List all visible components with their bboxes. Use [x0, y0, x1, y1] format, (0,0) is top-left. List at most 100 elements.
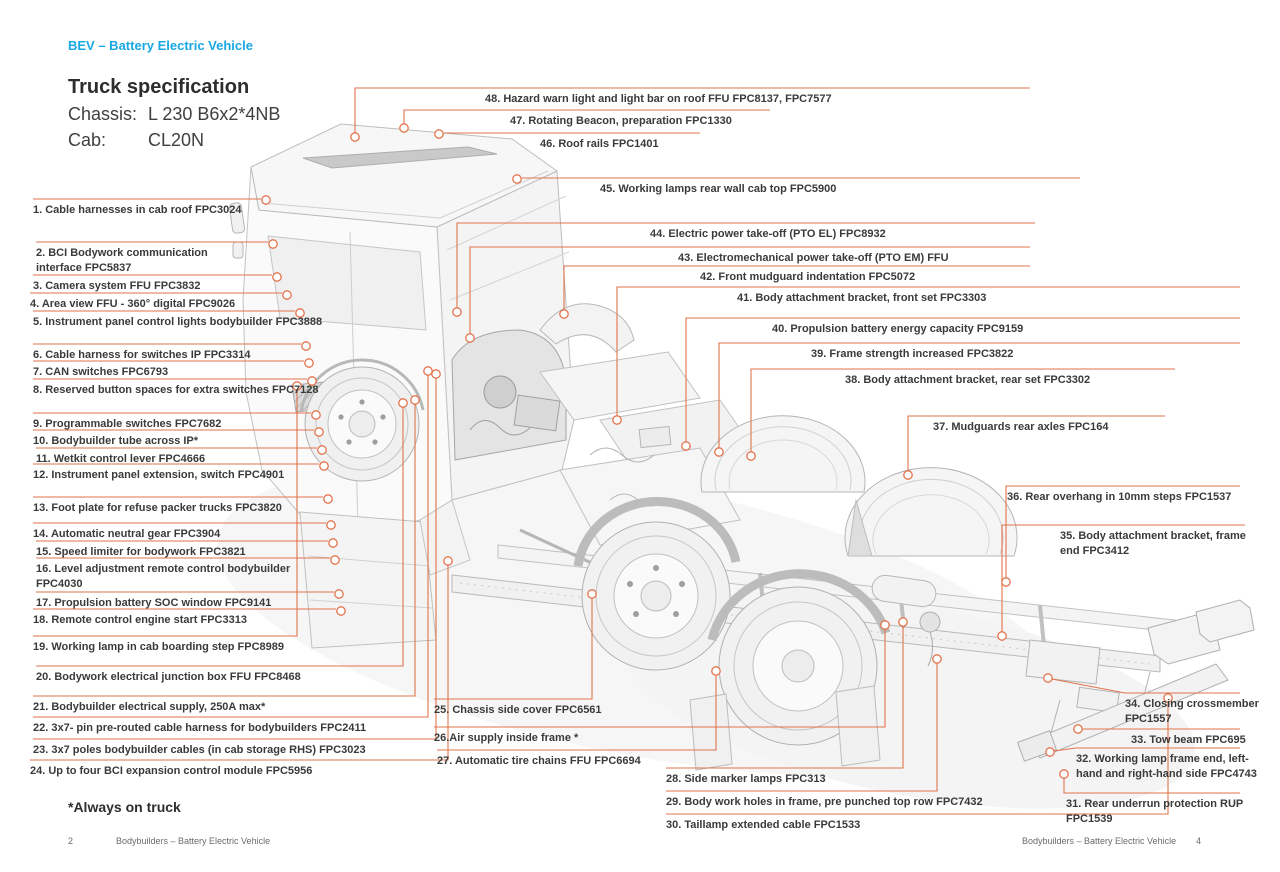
callout-label-18: 18. Remote control engine start FPC3313: [33, 614, 247, 626]
leader-line-19: [33, 390, 298, 637]
callout-label-39: 39. Frame strength increased FPC3822: [811, 348, 1014, 360]
leader-line-22: [33, 375, 429, 718]
leader-dot-43: [465, 333, 475, 343]
rear-wheels: [573, 497, 891, 771]
leader-dot-16: [330, 555, 340, 565]
leader-dot-17: [334, 589, 344, 599]
leader-dot-34: [1043, 673, 1053, 683]
leader-line-38: [750, 368, 1175, 452]
callout-label-43: 43. Electromechanical power take-off (PT…: [678, 252, 949, 264]
leader-dot-45: [512, 174, 522, 184]
mudflap: [835, 685, 881, 767]
leader-dot-36: [1001, 577, 1011, 587]
leader-dot-18: [336, 606, 346, 616]
leader-dot-41: [612, 415, 622, 425]
leader-line-29: [666, 663, 938, 792]
callout-label-6: 6. Cable harness for switches IP FPC3314: [33, 349, 251, 361]
leader-dot-3: [272, 272, 282, 282]
footer-right-text: Bodybuilders – Battery Electric Vehicle: [1022, 836, 1177, 846]
callout-label-38: 38. Body attachment bracket, rear set FP…: [845, 374, 1091, 386]
leader-dot-31: [1059, 769, 1069, 779]
leader-line-23: [33, 378, 437, 740]
callout-label-44: 44. Electric power take-off (PTO EL) FPC…: [650, 228, 886, 240]
callout-label-28: 28. Side marker lamps FPC313: [666, 773, 826, 785]
leader-dot-25: [587, 589, 597, 599]
leader-dot-22: [423, 366, 433, 376]
leader-dot-40: [681, 441, 691, 451]
callout-label-48: 48. Hazard warn light and light bar on r…: [485, 93, 832, 105]
leader-dot-6: [301, 341, 311, 351]
leader-dot-20: [398, 398, 408, 408]
leader-dot-30: [1163, 693, 1173, 703]
leader-line-27: [437, 675, 717, 751]
callout-label-9: 9. Programmable switches FPC7682: [33, 418, 222, 430]
leader-line-35: [1001, 524, 1245, 632]
leader-line-28: [666, 626, 904, 769]
leader-line-37: [907, 415, 1165, 471]
callout-label-34: 34. Closing crossmember FPC1557: [1125, 698, 1259, 725]
roof-hatch: [302, 146, 498, 169]
spec-row-cab: Cab: CL20N: [68, 130, 204, 151]
footer-right: Bodybuilders – Battery Electric Vehicle …: [1022, 836, 1201, 846]
callout-label-24: 24. Up to four BCI expansion control mod…: [30, 765, 313, 777]
leader-dot-1: [261, 195, 271, 205]
leader-dot-27: [711, 666, 721, 676]
callout-label-16: 16. Level adjustment remote control body…: [36, 563, 291, 590]
leader-line-24: [30, 565, 449, 761]
leader-dot-33: [1073, 724, 1083, 734]
footnote: *Always on truck: [68, 799, 181, 815]
document-tag-heading: BEV – Battery Electric Vehicle: [68, 38, 253, 53]
callout-label-7: 7. CAN switches FPC6793: [33, 366, 169, 378]
leader-dot-10: [314, 427, 324, 437]
leader-line-30: [666, 702, 1169, 815]
callout-label-12: 12. Instrument panel extension, switch F…: [33, 469, 285, 481]
leader-dot-12: [319, 461, 329, 471]
cab-label: Cab:: [68, 130, 107, 150]
callout-label-45: 45. Working lamps rear wall cab top FPC5…: [600, 183, 837, 195]
leader-line-39: [718, 342, 1240, 448]
page-number-left: 2: [68, 836, 74, 846]
callout-label-8: 8. Reserved button spaces for extra swit…: [33, 384, 319, 396]
leader-dot-47: [399, 123, 409, 133]
callout-label-26: 26.Air supply inside frame *: [434, 732, 579, 744]
callout-label-23: 23. 3x7 poles bodybuilder cables (in cab…: [33, 744, 366, 756]
chassis-label: Chassis:: [68, 104, 138, 124]
callout-label-42: 42. Front mudguard indentation FPC5072: [700, 271, 916, 283]
callout-label-25: 25. Chassis side cover FPC6561: [434, 704, 602, 716]
callout-label-11: 11. Wetkit control lever FPC4666: [36, 453, 206, 465]
cab-side-window: [267, 235, 427, 331]
leader-dot-35: [997, 631, 1007, 641]
callout-leader-lines: [30, 87, 1245, 815]
callout-label-4: 4. Area view FFU - 360° digital FPC9026: [30, 298, 236, 310]
leader-dot-19: [292, 381, 302, 391]
callout-label-47: 47. Rotating Beacon, preparation FPC1330: [510, 115, 732, 127]
leader-line-32: [1053, 747, 1240, 752]
mudflap: [689, 693, 733, 771]
leader-dot-44: [452, 307, 462, 317]
leader-dot-39: [714, 447, 724, 457]
leader-line-47: [403, 109, 770, 124]
callout-label-15: 15. Speed limiter for bodywork FPC3821: [36, 546, 246, 558]
leader-dot-37: [903, 470, 913, 480]
page-title: Truck specification: [68, 76, 250, 98]
leader-dot-23: [431, 369, 441, 379]
leader-dot-24: [443, 556, 453, 566]
callout-label-14: 14. Automatic neutral gear FPC3904: [33, 528, 221, 540]
leader-dot-21: [410, 395, 420, 405]
leader-dot-42: [559, 309, 569, 319]
under-cab-skirt: [299, 511, 437, 649]
leader-line-36: [1005, 485, 1240, 578]
callout-label-32: 32. Working lamp frame end, left-hand an…: [1076, 753, 1257, 780]
callout-label-31: 31. Rear underrun protection RUP FPC1539: [1066, 798, 1244, 825]
callout-label-10: 10. Bodybuilder tube across IP*: [33, 435, 199, 447]
leader-dot-14: [326, 520, 336, 530]
page-number-right: 4: [1196, 836, 1202, 846]
leader-dot-9: [311, 410, 321, 420]
callout-label-20: 20. Bodywork electrical junction box FFU…: [36, 671, 301, 683]
leader-dot-29: [932, 654, 942, 664]
callout-label-37: 37. Mudguards rear axles FPC164: [933, 421, 1109, 433]
leader-dot-11: [317, 445, 327, 455]
leader-line-21: [33, 404, 416, 697]
